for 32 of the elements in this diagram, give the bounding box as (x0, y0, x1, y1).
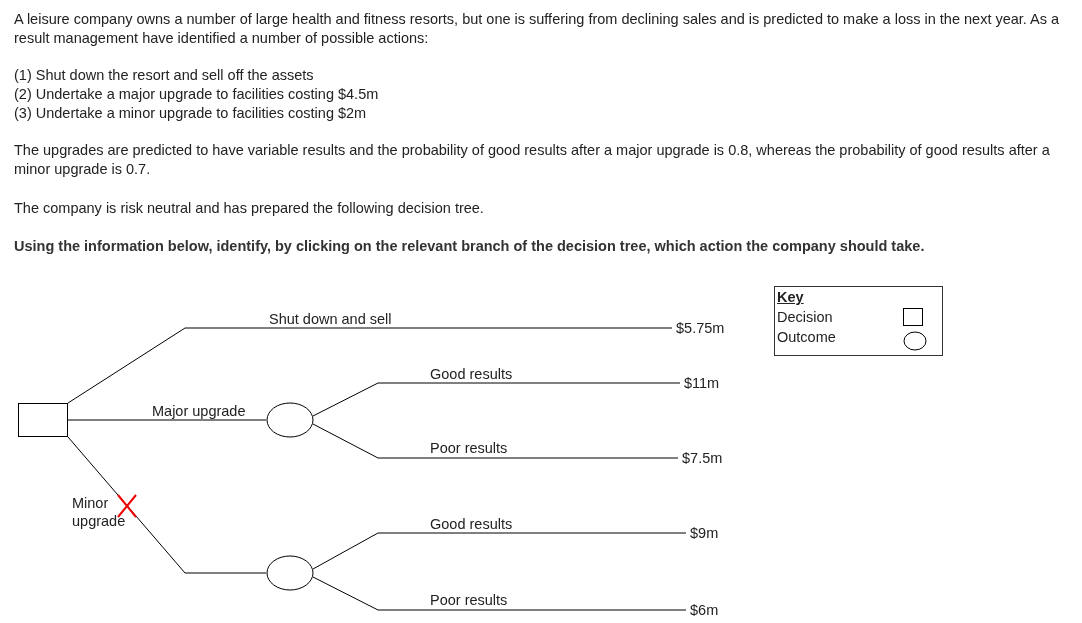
branch-line (67, 419, 267, 421)
payoff-value: $9m (686, 523, 736, 543)
outcome-circle (266, 402, 314, 438)
payoff-value: $11m (680, 373, 740, 393)
branch-line (312, 532, 687, 570)
legend-text: Decision (777, 309, 833, 326)
branch-label: Minor upgrade (72, 494, 124, 530)
decision-square (18, 403, 68, 437)
branch-label: Good results (430, 365, 513, 383)
key-heading: Key (777, 288, 804, 307)
branch-line (67, 436, 267, 574)
branch-label: Shut down and sell (269, 310, 392, 328)
list-item: (3) Undertake a minor upgrade to facilities costing $2m (14, 104, 368, 123)
list-item: (1) Shut down the resort and sell off the assets (14, 66, 315, 85)
outcome-circle (266, 555, 314, 591)
branch-line (312, 382, 681, 417)
payoff-value: $6m (686, 600, 736, 620)
paragraph: The upgrades are predicted to have variable results and the probability of good results after a major upgrade is 0.8, whereas the probability of good results after a minor upgrade is 0.7. (14, 141, 1051, 179)
legend-text: Outcome (777, 329, 836, 346)
branch-label: Major upgrade (152, 402, 246, 420)
branch-line (67, 327, 673, 404)
branch-label: Poor results (430, 591, 508, 609)
payoff-value: $5.75m (672, 318, 742, 338)
payoff-value: $7.5m (678, 448, 738, 468)
branch-line (312, 576, 687, 611)
branch-label: Good results (430, 515, 513, 533)
question-text: Using the information below, identify, by clicking on the relevant branch of the decision tree, which action the company should take. (14, 237, 926, 256)
paragraph: The company is risk neutral and has prepared the following decision tree. (14, 199, 485, 218)
list-item: (2) Undertake a major upgrade to facilities costing $4.5m (14, 85, 380, 104)
branch-label: Poor results (430, 439, 508, 457)
intro-paragraph: A leisure company owns a number of large health and fitness resorts, but one is suffering from declining sales and is predicted to make a loss in the next year. As a result management have identified a number of possible actions: (14, 10, 1061, 48)
branch-line (312, 423, 679, 459)
